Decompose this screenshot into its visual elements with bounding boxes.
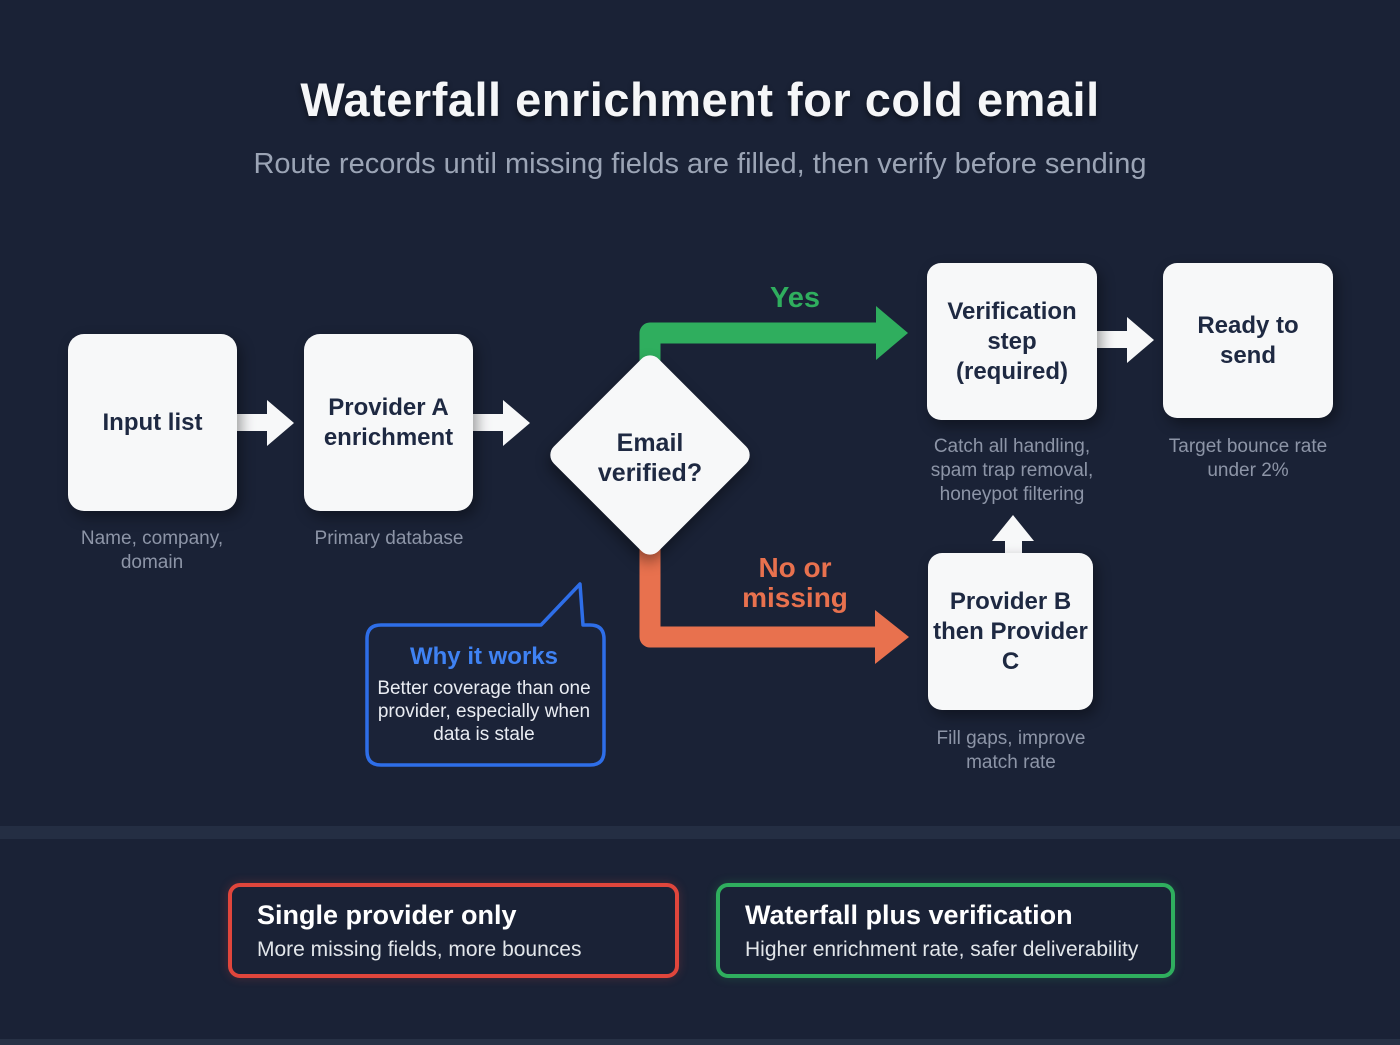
waterfall-verification-subtitle: Higher enrichment rate, safer deliverabi… <box>745 937 1139 961</box>
yes-arrow <box>639 306 908 364</box>
section-divider <box>0 826 1400 839</box>
provider-bc-to-verification-arrow <box>992 515 1034 555</box>
provider-bc-caption: Fill gaps, improve match rate <box>936 728 1086 773</box>
waterfall-verification-box: Waterfall plus verification Higher enric… <box>716 883 1175 978</box>
decision-diamond-label: Email verified? <box>597 429 703 487</box>
verification-caption: Catch all handling, spam trap removal, h… <box>930 436 1094 505</box>
yes-branch-label: Yes <box>770 282 820 314</box>
callout-body: Better coverage than one provider, espec… <box>377 678 591 745</box>
node-input-list-label: Input list <box>102 408 203 436</box>
node-ready-to-send-label: Ready to send <box>1197 311 1299 369</box>
node-provider-bc: Provider B then Provider C <box>928 553 1093 710</box>
verification-to-ready-arrow <box>1096 317 1154 363</box>
single-provider-title: Single provider only <box>257 899 517 930</box>
single-provider-subtitle: More missing fields, more bounces <box>257 937 582 961</box>
waterfall-verification-title: Waterfall plus verification <box>745 899 1073 930</box>
provider-a-to-decision-arrow <box>472 400 530 446</box>
no-arrow <box>639 546 909 664</box>
node-provider-bc-label: Provider B then Provider C <box>933 587 1088 675</box>
node-verification-step: Verification step (required) <box>927 263 1097 420</box>
node-input-list: Input list <box>68 334 237 511</box>
page-subtitle: Route records until missing fields are f… <box>253 148 1147 180</box>
node-provider-a-label: Provider A enrichment <box>323 393 454 451</box>
node-verification-step-label: Verification step (required) <box>947 297 1077 385</box>
callout-bubble <box>365 582 606 767</box>
node-provider-a: Provider A enrichment <box>304 334 473 511</box>
single-provider-box: Single provider only More missing fields… <box>228 883 679 978</box>
node-ready-to-send: Ready to send <box>1163 263 1333 418</box>
input-to-provider-a-arrow <box>236 400 294 446</box>
no-branch-label: No or missing <box>742 552 848 613</box>
page-title: Waterfall enrichment for cold email <box>300 73 1100 126</box>
input-list-caption: Name, company, domain <box>80 528 224 573</box>
ready-caption: Target bounce rate under 2% <box>1168 436 1328 481</box>
bottom-edge-line <box>0 1039 1400 1045</box>
provider-a-caption: Primary database <box>314 528 464 549</box>
callout-title: Why it works <box>409 643 559 670</box>
